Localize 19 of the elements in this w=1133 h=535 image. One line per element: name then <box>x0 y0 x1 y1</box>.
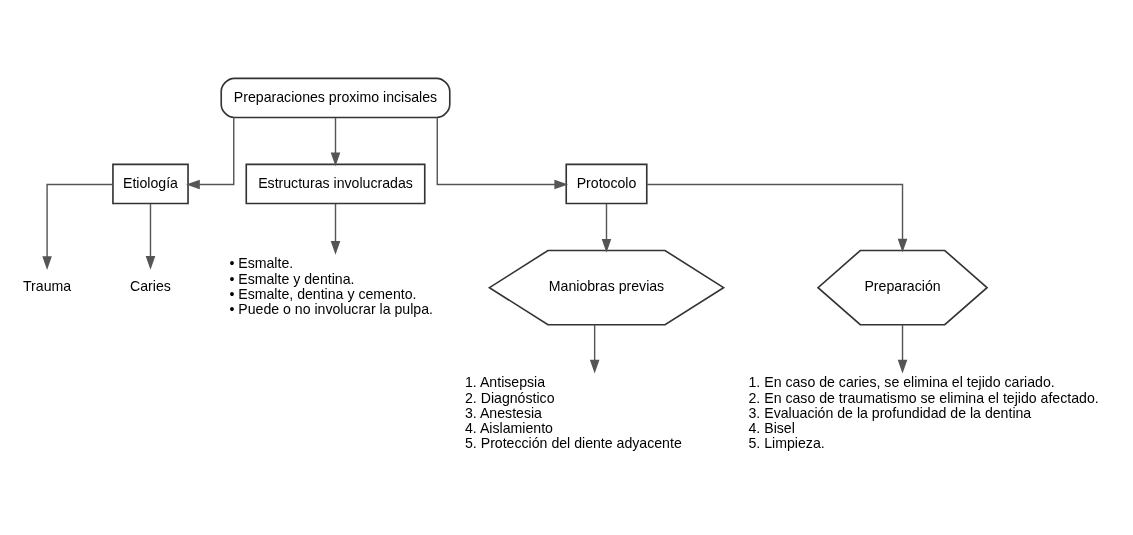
arrow <box>436 116 569 190</box>
arrow <box>330 203 341 255</box>
arrow <box>646 183 908 253</box>
arrow <box>601 203 612 253</box>
arrow <box>589 324 600 374</box>
node-text: 1. Antisepsia 2. Diagnóstico 3. Anestesia 4. Aislamiento 5. Protección del diente adyacente <box>465 374 682 452</box>
node-box: Protocolo <box>565 163 648 205</box>
arrow <box>42 183 114 270</box>
arrow <box>145 203 156 270</box>
node-box: Preparaciones proximo incisales <box>220 77 451 119</box>
node-text: Caries <box>130 278 171 295</box>
arrow <box>186 116 235 190</box>
node-box: Estructuras involucradas <box>245 163 426 205</box>
node-text: Trauma <box>23 278 72 295</box>
node-text: • Esmalte. • Esmalte y dentina. • Esmalte, dentina y cemento. • Puede o no involucrar la pulpa. <box>229 255 434 318</box>
node-text: 1. En caso de caries, se elimina el tejido cariado. 2. En caso de traumatismo se elimina el tejido afectado. 3. Evaluación de la profundidad de la dentina 4. Bisel 5. Limpieza. <box>748 374 1099 452</box>
arrow <box>897 324 908 374</box>
node-box: Etiología <box>112 163 189 205</box>
arrow <box>330 117 341 167</box>
